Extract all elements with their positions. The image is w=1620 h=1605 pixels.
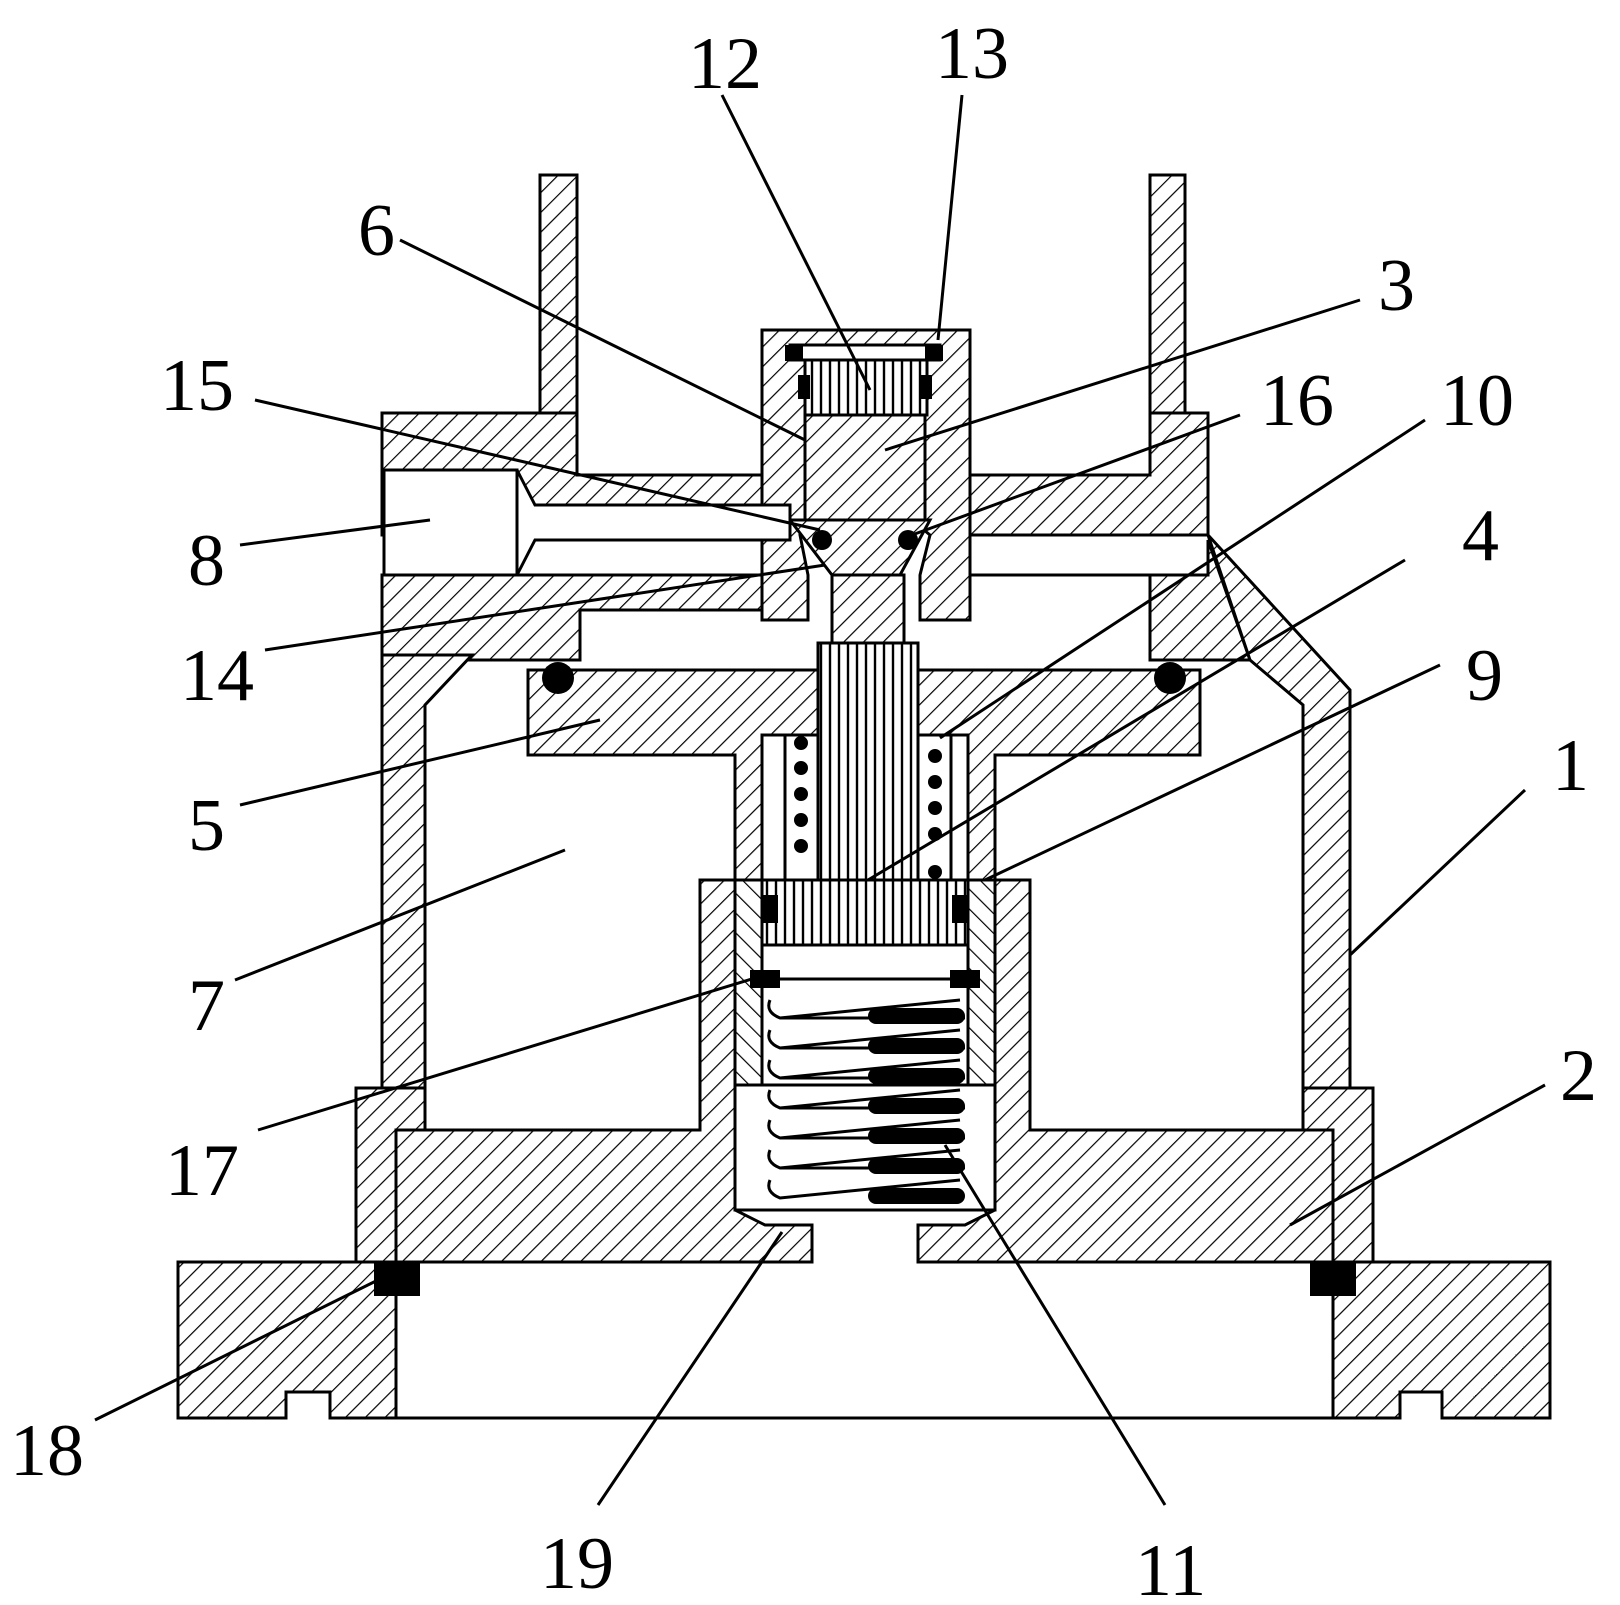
label-14: 14 (180, 635, 254, 717)
label-18: 18 (10, 1410, 84, 1492)
base-flange (176, 1260, 1552, 1420)
ball-seal-left (812, 530, 832, 550)
label-13: 13 (935, 13, 1009, 95)
part-labels: 12 13 6 3 15 16 10 4 8 14 9 1 5 7 2 17 1… (10, 13, 1597, 1605)
label-12: 12 (688, 23, 762, 105)
label-17: 17 (165, 1130, 239, 1212)
main-spring (750, 943, 980, 1204)
label-16: 16 (1260, 360, 1334, 442)
cap (785, 343, 943, 417)
label-3: 3 (1378, 245, 1415, 327)
small-spring (783, 733, 953, 882)
leader-lines (94, 94, 1546, 1506)
label-8: 8 (188, 520, 225, 602)
stem-seal-right (952, 895, 968, 923)
base-seal-right (1310, 1262, 1356, 1296)
label-2: 2 (1560, 1035, 1597, 1117)
stem-seal-left (762, 895, 778, 923)
label-9: 9 (1466, 635, 1503, 717)
label-7: 7 (188, 965, 225, 1047)
label-15: 15 (160, 345, 234, 427)
o-ring-left (542, 662, 574, 694)
label-5: 5 (188, 785, 225, 867)
label-4: 4 (1462, 495, 1499, 577)
label-1: 1 (1552, 725, 1589, 807)
o-ring-right (1154, 662, 1186, 694)
piston-plate (526, 668, 1202, 882)
label-6: 6 (358, 190, 395, 272)
label-11: 11 (1135, 1530, 1206, 1605)
label-19: 19 (540, 1523, 614, 1605)
base-seal-left (374, 1262, 420, 1296)
label-10: 10 (1440, 360, 1514, 442)
